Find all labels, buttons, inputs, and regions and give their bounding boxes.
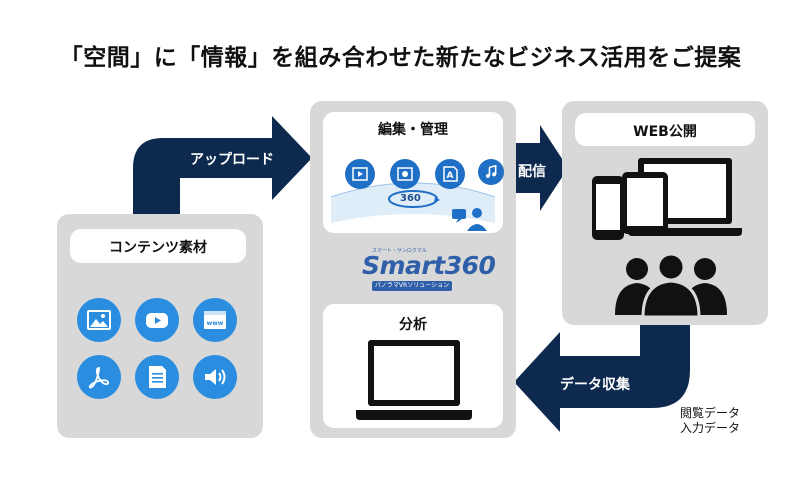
web-icon: www (193, 298, 237, 342)
video-edit-icon (345, 159, 375, 189)
devices-icon (592, 158, 742, 240)
edit-manage-label: 編集・管理 (378, 122, 448, 138)
editing-panel: 編集・管理 A 360 スマート・サンロクマル Smart360 パ (310, 101, 516, 438)
page-title: 「空間」に「情報」を組み合わせた新たなビジネス活用をご提案 (59, 45, 742, 71)
analysis-card: 分析 (323, 304, 503, 428)
collected-data-line1: 閲覧データ (680, 406, 741, 420)
smart360-logo: スマート・サンロクマル Smart360 パノラマVRソリューション (362, 247, 496, 293)
svg-text:www: www (207, 320, 224, 327)
collect-arrow (514, 318, 690, 432)
content-materials-panel: コンテンツ素材 www (57, 214, 263, 438)
collected-data-annotation: 閲覧データ 入力データ (680, 406, 740, 436)
upload-label: アップロード (190, 152, 274, 168)
web-publish-label: WEB公開 (633, 124, 697, 140)
image-icon (77, 298, 121, 342)
laptop-icon (356, 340, 472, 420)
view-360-badge: 360 (400, 193, 421, 204)
logo-top-line: スマート・サンロクマル (372, 248, 427, 254)
video-icon (135, 298, 179, 342)
panorama-illustration (330, 182, 496, 231)
collected-data-line2: 入力データ (680, 421, 741, 435)
web-publish-card: WEB公開 (575, 113, 755, 146)
audio-icon (193, 355, 237, 399)
logo-tagline-bar: パノラマVRソリューション (372, 281, 452, 291)
content-materials-card: コンテンツ素材 (70, 229, 246, 263)
distribute-label: 配信 (518, 164, 546, 180)
pdf-icon (77, 355, 121, 399)
upload-arrow (133, 116, 312, 230)
distribute-arrow (510, 125, 568, 211)
edit-manage-card: 編集・管理 A 360 (323, 112, 504, 233)
document-icon (135, 355, 179, 399)
text-edit-icon: A (435, 159, 465, 189)
users-icon (615, 253, 727, 317)
content-materials-label: コンテンツ素材 (109, 240, 207, 256)
analysis-label: 分析 (399, 317, 427, 333)
svg-text:A: A (447, 171, 454, 181)
logo-tagline: パノラマVRソリューション (374, 282, 450, 289)
collect-label: データ収集 (560, 377, 630, 393)
logo-brand: Smart360 (362, 251, 496, 280)
music-edit-icon (478, 159, 504, 185)
web-publish-panel: WEB公開 (562, 101, 768, 325)
image-edit-icon (390, 159, 420, 189)
